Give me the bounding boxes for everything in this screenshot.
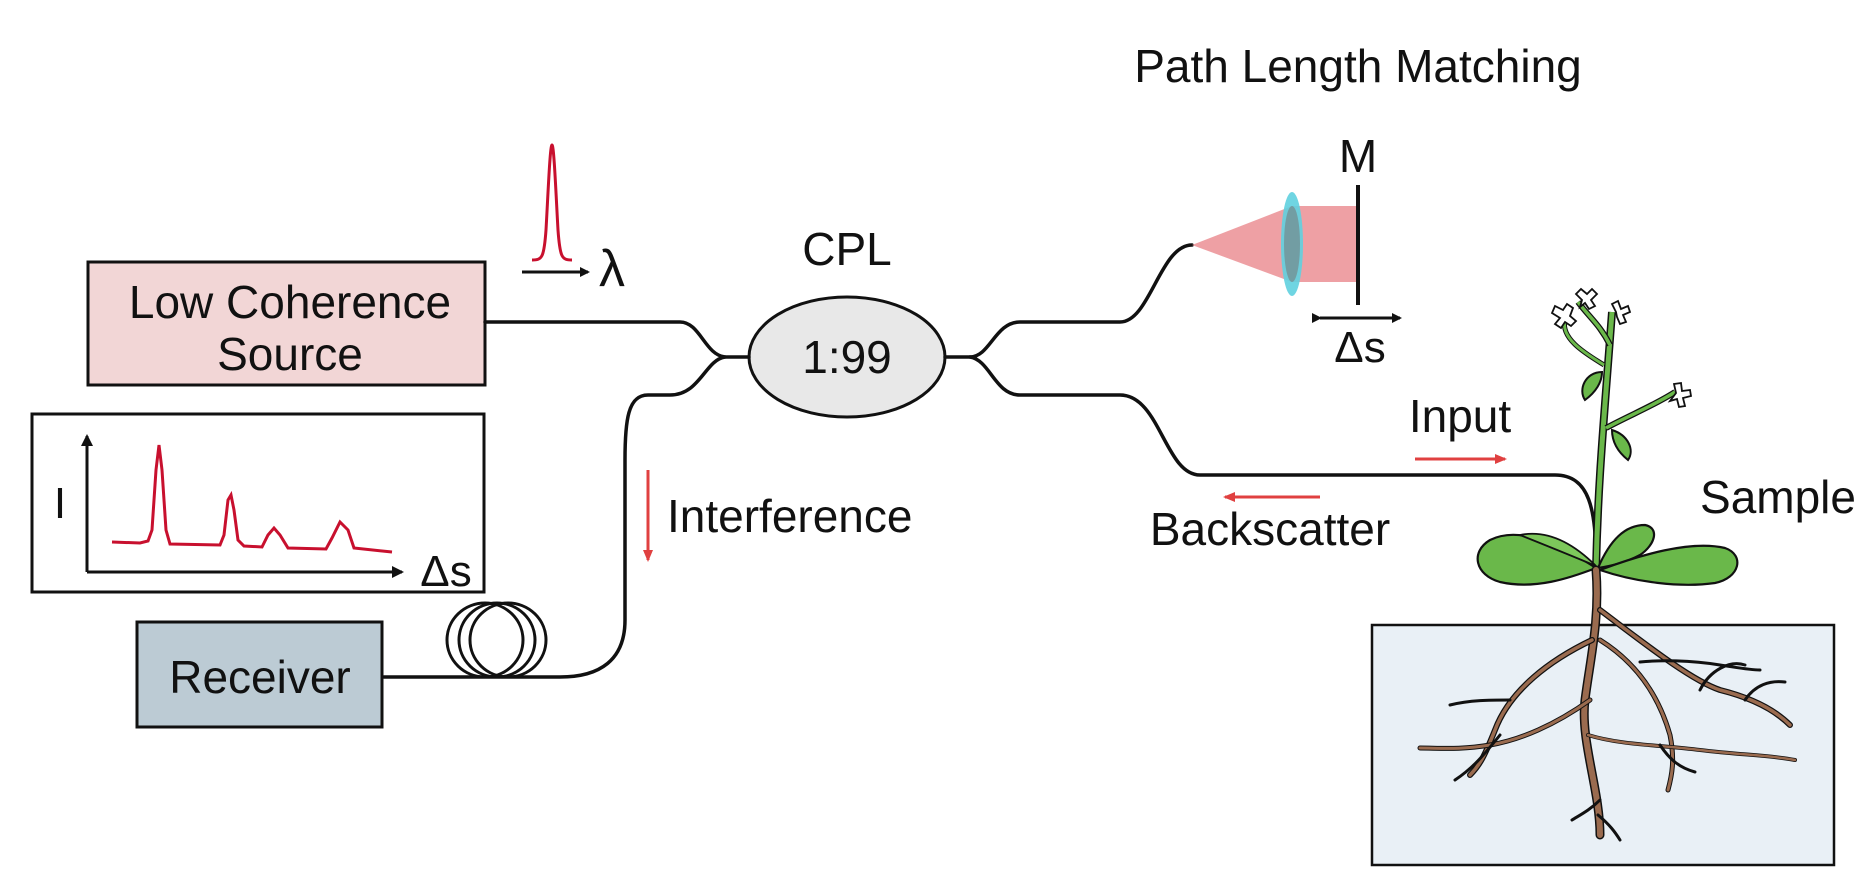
receiver: Receiver [135, 620, 384, 729]
source-fiber [483, 320, 751, 359]
coupler: 1:99 [747, 295, 947, 419]
backscatter-label: Backscatter [1150, 503, 1390, 555]
wavelength-symbol: λ [599, 240, 625, 298]
source-label-line2: Source [217, 328, 363, 380]
low-coherence-source: Low Coherence Source [86, 260, 487, 387]
sample-fiber [968, 355, 1598, 567]
sample-label: Sample [1700, 471, 1856, 523]
mirror-label: M [1339, 130, 1377, 182]
input-label: Input [1409, 390, 1512, 442]
plot-x-label: Δs [420, 547, 471, 596]
beam [1192, 206, 1356, 282]
coupler-label: CPL [802, 223, 891, 275]
fiber-network [382, 243, 1598, 679]
plot-y-label: I [54, 479, 66, 528]
source-label-line1: Low Coherence [129, 276, 451, 328]
reference-arm-optics: M Δs [1192, 130, 1402, 372]
path-length-matching-title: Path Length Matching [1134, 40, 1582, 92]
source-spectrum-icon [522, 143, 590, 277]
interference-label: Interference [667, 490, 912, 542]
mirror-delta-s-label: Δs [1334, 323, 1385, 372]
fiber-coil-icon [445, 601, 548, 679]
reference-fiber [943, 243, 1194, 359]
coupler-ratio: 1:99 [802, 331, 892, 383]
plant-icon [1417, 287, 1797, 842]
interferogram-trace [111, 444, 393, 554]
receiver-label: Receiver [169, 651, 351, 703]
receiver-fiber [382, 355, 727, 679]
interferogram-plot: I Δs [30, 412, 486, 596]
